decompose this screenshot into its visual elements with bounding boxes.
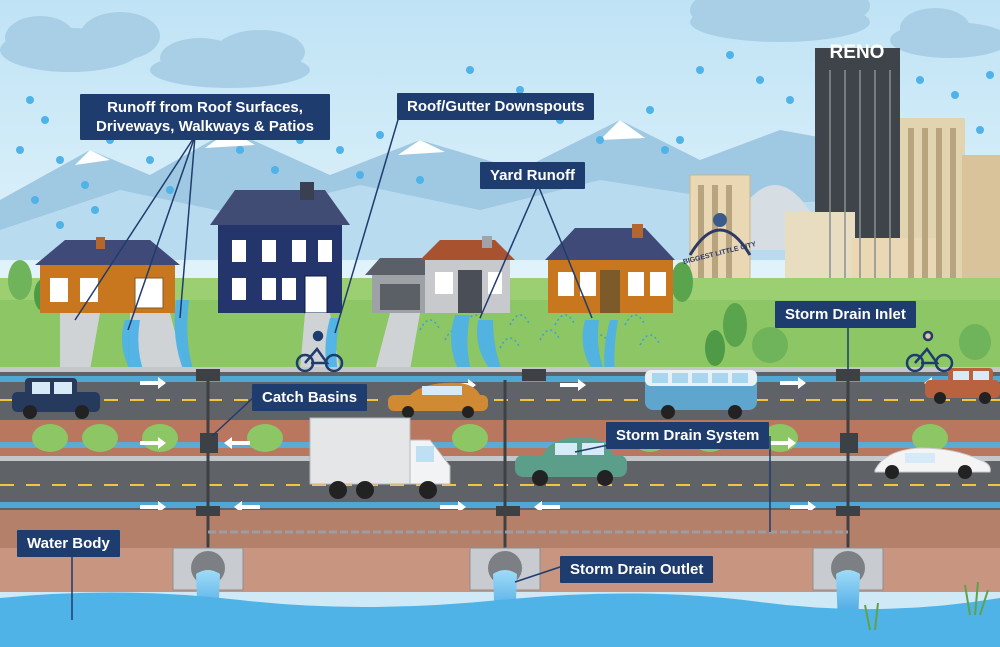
storm-drain-inlet-label: Storm Drain Inlet	[775, 301, 916, 328]
downspouts-label: Roof/Gutter Downspouts	[397, 93, 595, 120]
car-navy	[12, 378, 100, 419]
house-1	[35, 237, 185, 370]
water-body	[0, 592, 1000, 647]
runoff-roof-label: Runoff from Roof Surfaces, Driveways, Wa…	[80, 94, 330, 140]
clouds	[0, 0, 1000, 88]
van-blue	[645, 370, 757, 419]
storm-drain-system-label: Storm Drain System	[606, 422, 770, 449]
storm-drain-outlet-label: Storm Drain Outlet	[560, 556, 714, 583]
house-3	[365, 236, 515, 370]
yard-runoff-label: Yard Runoff	[480, 162, 585, 189]
car-rust	[925, 368, 1000, 404]
reeds	[864, 581, 989, 631]
storm-drain-outlets	[172, 547, 884, 624]
house-4	[545, 224, 675, 313]
city-skyline	[688, 48, 1000, 291]
runoff-streams	[121, 300, 618, 375]
runoff-roof-label-line-2: Driveways, Walkways & Patios	[96, 118, 314, 135]
callout-lines	[71, 112, 849, 620]
water-body-label: Water Body	[17, 530, 120, 557]
car-orange	[388, 382, 488, 418]
street-water	[0, 376, 1000, 508]
storm-drain-pipes	[206, 380, 850, 555]
house-2	[210, 182, 350, 370]
tower-sign: RENO	[829, 42, 885, 63]
truck-white	[309, 417, 451, 499]
cyclist-1	[295, 330, 344, 373]
car-green	[515, 437, 627, 486]
runoff-roof-label-line-1: Runoff from Roof Surfaces,	[107, 99, 303, 116]
catch-basins-label: Catch Basins	[252, 384, 368, 411]
car-white	[874, 447, 991, 479]
cyclist-2	[905, 330, 954, 373]
